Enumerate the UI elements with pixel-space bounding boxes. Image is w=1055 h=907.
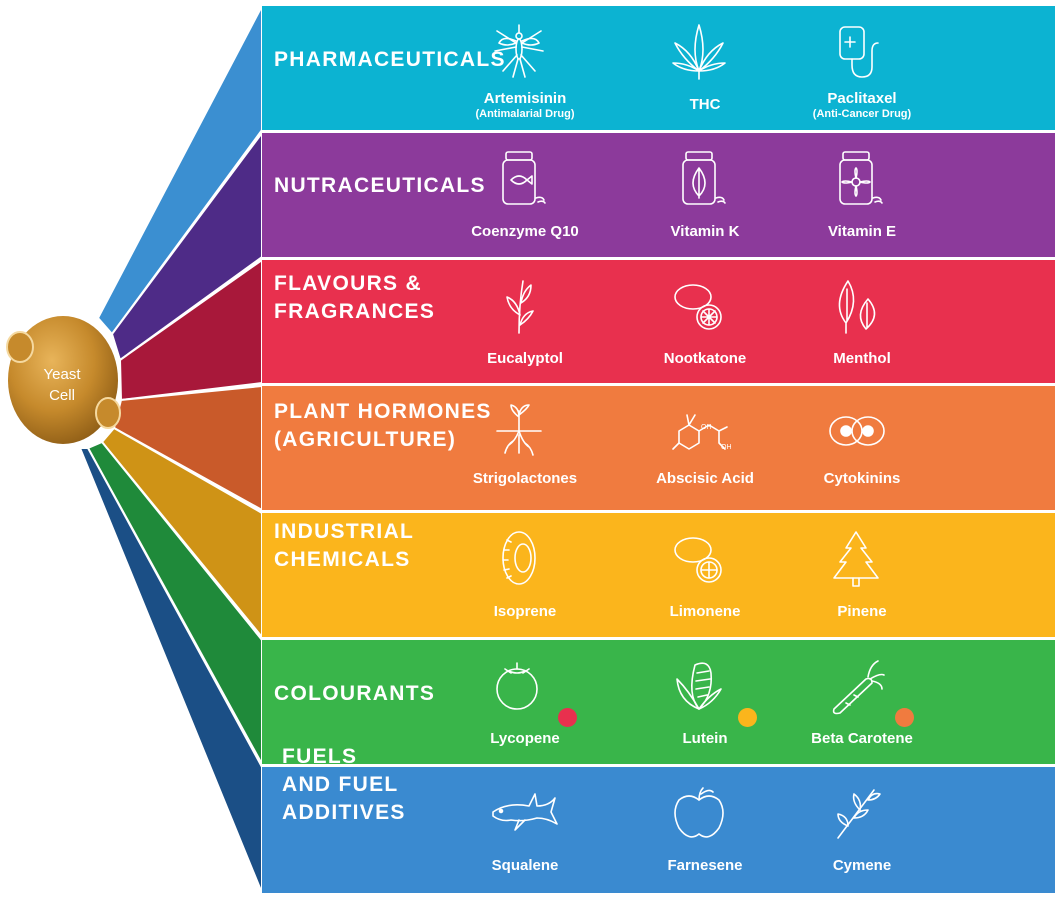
category-title: PHARMACEUTICALS	[274, 48, 506, 71]
product-name: Isoprene	[493, 603, 557, 620]
yeast-cell	[5, 313, 121, 447]
product-name: Coenzyme Q10	[471, 223, 579, 240]
cannabis-leaf-icon	[672, 24, 726, 80]
tire-icon	[502, 531, 536, 585]
apple-icon	[674, 787, 724, 838]
product-item: Beta Carotene	[777, 654, 947, 748]
tomato-icon	[496, 662, 538, 710]
product-item: Paclitaxel(Anti-Cancer Drug)	[777, 20, 947, 121]
svg-text:OH: OH	[701, 424, 712, 431]
product-name: Vitamin E	[827, 223, 897, 240]
flower-bottle-icon	[839, 151, 883, 205]
herb-sprig-icon	[837, 789, 881, 839]
product-name: Abscisic Acid	[656, 470, 754, 487]
wedge-6	[78, 447, 263, 894]
category-band: FUELS AND FUEL ADDITIVES Squalene Farnesen…	[262, 745, 1055, 893]
color-swatch	[895, 708, 914, 727]
product-item: Menthol	[777, 274, 947, 368]
category-band: PLANT HORMONES (AGRICULTURE) Strigolacton…	[262, 386, 1055, 510]
shark-icon	[492, 793, 558, 831]
category-band: FLAVOURS & FRAGRANCES Eucalyptol Nootkaton…	[262, 260, 1055, 383]
product-name: Vitamin K	[670, 223, 740, 240]
bud-bottom	[95, 397, 121, 429]
category-title: INDUSTRIAL CHEMICALS	[274, 520, 415, 571]
cell-label-line1: Yeast	[43, 366, 81, 383]
product-name: Cytokinins	[823, 470, 901, 487]
wedge-5	[86, 440, 263, 765]
seedling-roots-icon	[496, 404, 542, 456]
category-title: NUTRACEUTICALS	[274, 174, 486, 197]
category-band: INDUSTRIAL CHEMICALS Isoprene Limonene Pine…	[262, 513, 1055, 637]
category-title: FLAVOURS & FRAGRANCES	[274, 272, 436, 323]
dividing-cell-icon	[829, 416, 885, 446]
product-name: Cymene	[832, 857, 892, 874]
product-item: Vitamin K	[620, 147, 790, 241]
product-item: OH OH Abscisic Acid	[620, 400, 790, 488]
mosquito-icon	[494, 24, 544, 78]
category-title: PLANT HORMONES (AGRICULTURE)	[274, 400, 492, 451]
product-name: Paclitaxel	[827, 90, 897, 107]
grapefruit-icon	[674, 284, 722, 330]
lemon-icon	[674, 537, 722, 583]
product-item: Isoprene	[440, 527, 610, 621]
product-item: Lycopene	[440, 654, 610, 748]
product-item: Cytokinins	[777, 400, 947, 488]
eucalyptus-sprig-icon	[506, 280, 534, 334]
category-title: FUELS AND FUEL ADDITIVES	[282, 745, 406, 824]
product-item: Vitamin E	[777, 147, 947, 241]
leaf-bottle-icon	[682, 151, 726, 205]
product-item: Artemisinin(Antimalarial Drug)	[440, 20, 610, 121]
svg-text:OH: OH	[721, 444, 732, 451]
iv-bag-icon	[839, 26, 879, 78]
product-item: Eucalyptol	[440, 274, 610, 368]
category-band: COLOURANTS Lycopene Lutein Beta Carotene	[262, 640, 1055, 764]
product-name: Lutein	[682, 730, 728, 747]
product-item: Squalene	[440, 781, 610, 875]
wedge-1	[110, 129, 263, 362]
product-name: Lycopene	[490, 730, 560, 747]
product-note: (Anti-Cancer Drug)	[812, 108, 912, 120]
product-item: Nootkatone	[620, 274, 790, 368]
product-item: THC	[620, 20, 790, 114]
category-band: NUTRACEUTICALS Coenzyme Q10 Vitamin K Vitam…	[262, 133, 1055, 257]
wedge-0	[96, 5, 263, 336]
product-note: (Antimalarial Drug)	[475, 108, 575, 120]
product-name: Artemisinin	[483, 90, 567, 107]
product-name: THC	[689, 96, 721, 113]
product-item: Farnesene	[620, 781, 790, 875]
bud-top	[6, 331, 34, 363]
product-name: Pinene	[837, 603, 887, 620]
molecule-structure-icon: OH OH	[672, 414, 732, 451]
product-name: Beta Carotene	[811, 730, 913, 747]
product-name: Strigolactones	[472, 470, 578, 487]
product-name: Menthol	[833, 350, 891, 367]
pine-tree-icon	[833, 531, 879, 587]
product-item: Coenzyme Q10	[440, 147, 610, 241]
product-item: Cymene	[777, 781, 947, 875]
color-swatch	[558, 708, 577, 727]
product-name: Limonene	[669, 603, 741, 620]
product-name: Nootkatone	[663, 350, 747, 367]
yeast-cell-label: Yeast Cell	[20, 364, 104, 406]
product-item: Lutein	[620, 654, 790, 748]
color-swatch	[738, 708, 757, 727]
product-name: Squalene	[491, 857, 559, 874]
product-name: Eucalyptol	[487, 350, 563, 367]
product-item: Limonene	[620, 527, 790, 621]
fish-bottle-icon	[502, 151, 546, 205]
wedge-4	[100, 426, 263, 640]
product-name: Farnesene	[667, 857, 743, 874]
corn-icon	[676, 662, 722, 710]
mint-leaves-icon	[838, 280, 876, 334]
cell-label-line2: Cell	[49, 387, 75, 404]
product-item: Pinene	[777, 527, 947, 621]
category-title: COLOURANTS	[274, 682, 436, 705]
product-item: Strigolactones	[440, 400, 610, 488]
carrot-icon	[832, 660, 885, 715]
